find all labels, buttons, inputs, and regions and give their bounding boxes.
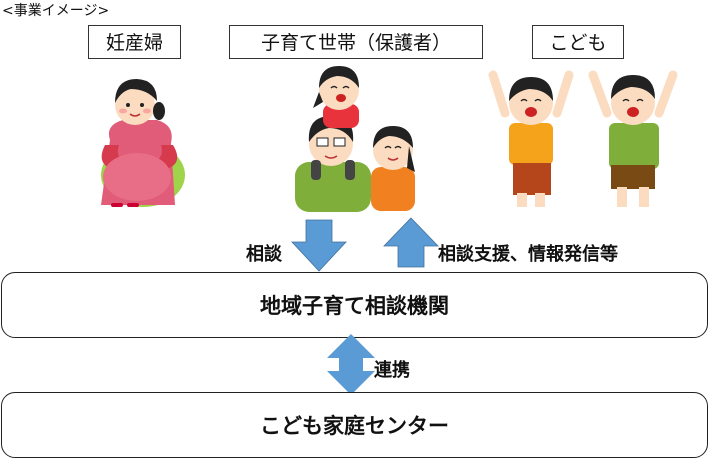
pregnant-woman-illustration <box>101 79 185 207</box>
children-illustration <box>488 70 678 207</box>
label-child-rearing-households: 子育て世帯（保護者） <box>229 25 483 59</box>
children-family-center-box: こども家庭センター <box>1 392 708 458</box>
down-arrow-icon <box>291 219 347 272</box>
caption: <事業イメージ> <box>2 3 110 19</box>
consultation-label: 相談 <box>246 244 282 265</box>
bidirectional-arrow-icon <box>327 334 375 395</box>
support-info-label: 相談支援、情報発信等 <box>438 244 618 265</box>
family-illustration <box>295 66 415 212</box>
up-arrow-icon <box>383 217 439 268</box>
collaboration-label: 連携 <box>374 360 410 381</box>
regional-consultation-box: 地域子育て相談機関 <box>1 272 708 338</box>
label-pregnant-women: 妊産婦 <box>88 25 181 59</box>
regional-consultation-label: 地域子育て相談機関 <box>260 294 449 318</box>
label-children: こども <box>532 25 624 59</box>
children-family-center-label: こども家庭センター <box>260 414 449 438</box>
